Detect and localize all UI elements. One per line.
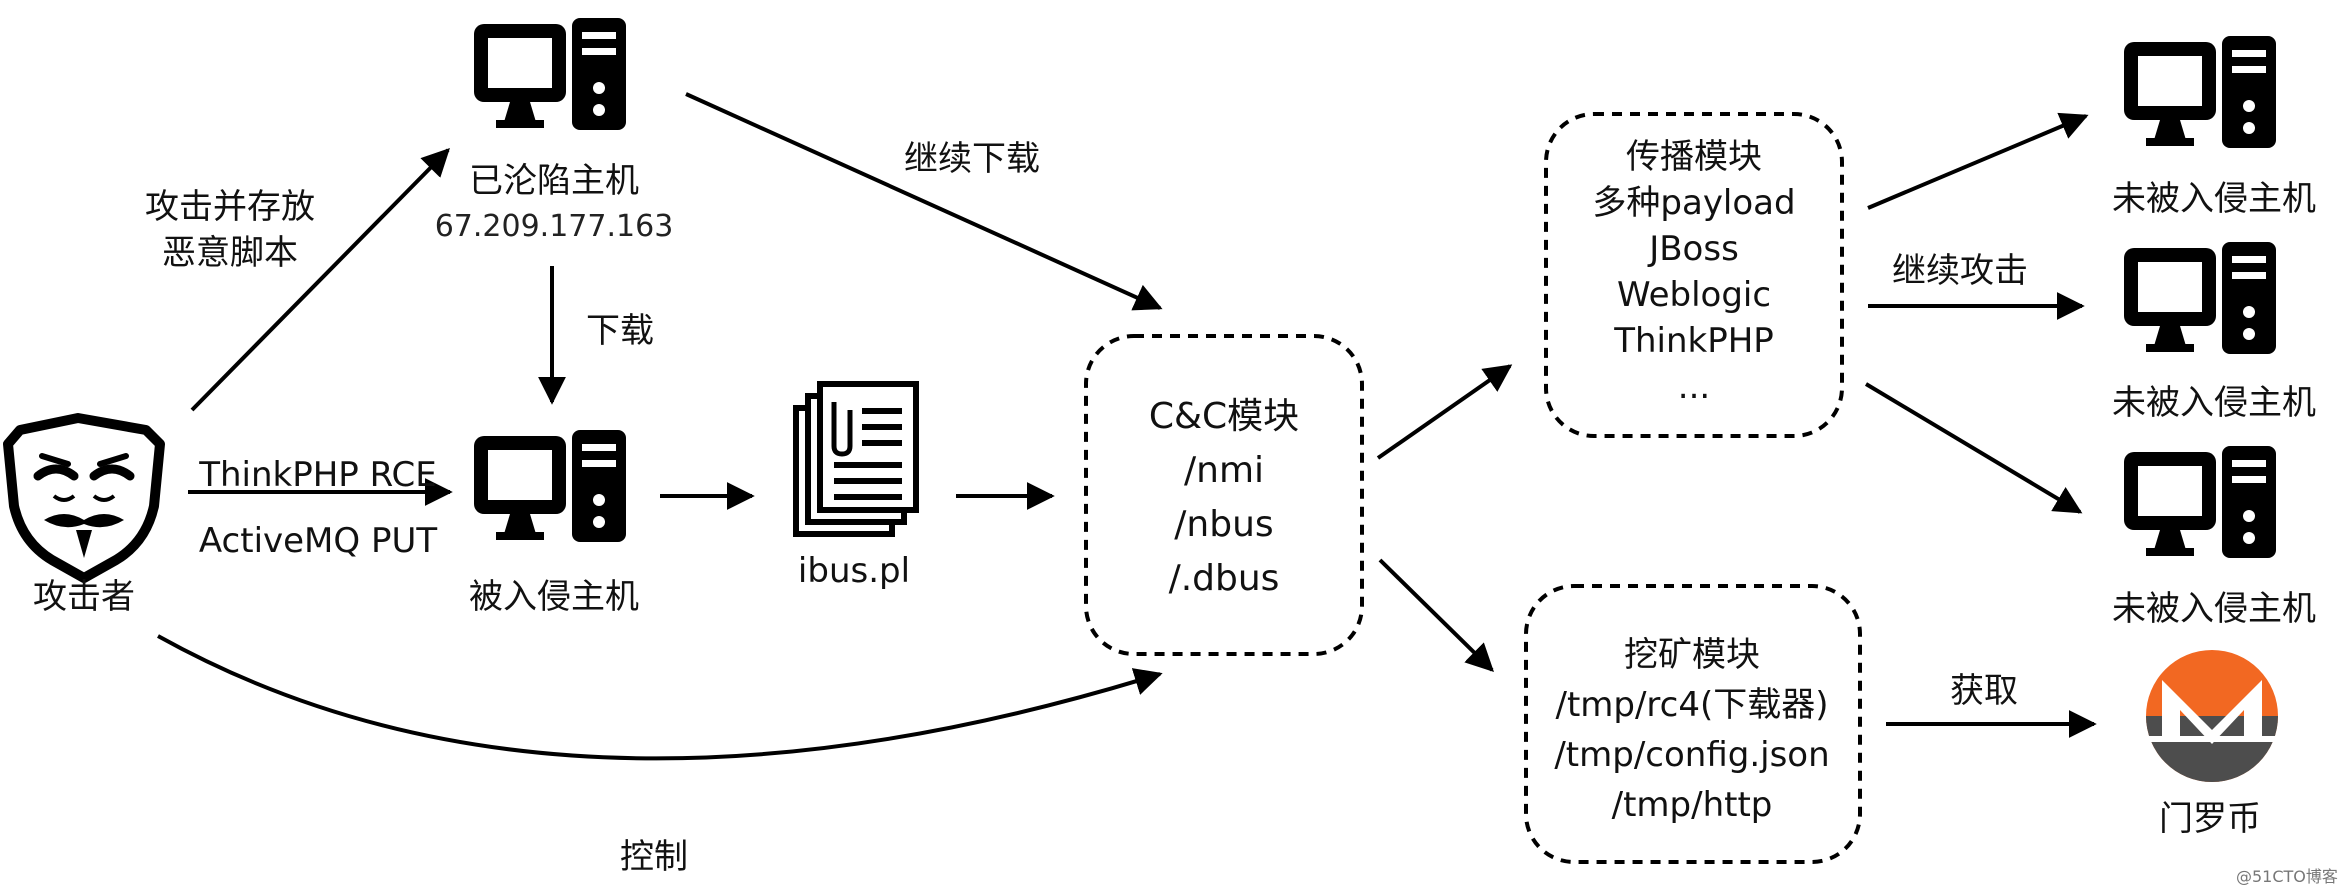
- edge-label-attack-store-line2: 恶意脚本: [162, 233, 298, 273]
- arrow-attacker-to-compromised: [190, 148, 450, 412]
- spread-module-item-1: 多种payload: [1592, 183, 1796, 223]
- mining-module-title: 挖矿模块: [1624, 635, 1760, 675]
- spread-module-item-4: ThinkPHP: [1614, 321, 1774, 361]
- attacker-label: 攻击者: [33, 577, 135, 617]
- script-file-label: ibus.pl: [797, 551, 911, 591]
- edge-label-control: 控制: [620, 837, 688, 877]
- compromised-host-computer-icon: [474, 18, 626, 130]
- target-host-label-3: 未被入侵主机: [2112, 589, 2316, 629]
- arrow-spread-to-target-1: [1867, 112, 2089, 210]
- compromised-host-ip: 67.209.177.163: [434, 209, 674, 244]
- spread-module-box: [1544, 112, 1844, 438]
- edge-label-continue-attack: 继续攻击: [1892, 251, 2028, 291]
- arrow-compromised-to-cnc: [685, 92, 1163, 311]
- edge-label-exploit-line2: ActiveMQ PUT: [198, 521, 438, 561]
- edge-label-obtain: 获取: [1950, 671, 2018, 711]
- target-host-label-2: 未被入侵主机: [2112, 383, 2316, 423]
- mining-module-item-1: /tmp/rc4(下载器): [1555, 685, 1829, 725]
- edge-label-continue-download: 继续下载: [904, 139, 1040, 179]
- mining-module-item-2: /tmp/config.json: [1554, 735, 1830, 775]
- spread-module-item-3: Weblogic: [1616, 275, 1772, 315]
- arrow-cnc-to-spread: [1376, 364, 1513, 460]
- spread-module-item-2: JBoss: [1649, 229, 1739, 269]
- edge-label-exploit-line1: ThinkPHP RCE: [199, 455, 437, 495]
- edge-label-download: 下载: [586, 311, 654, 351]
- spread-module-item-5: ...: [1677, 367, 1711, 407]
- cnc-module-title: C&C模块: [1148, 396, 1300, 437]
- spread-module-text: 传播模块 多种payload JBoss Weblogic ThinkPHP .…: [1592, 134, 1795, 410]
- cnc-module-path-1: /nmi: [1183, 450, 1265, 491]
- mining-module-text: 挖矿模块 /tmp/rc4(下载器) /tmp/config.json /tmp…: [1554, 630, 1829, 830]
- arrow-attacker-control-cnc: [157, 634, 1163, 761]
- compromised-host-label: 已沦陷主机: [469, 161, 639, 201]
- monero-logo-icon: [2146, 650, 2278, 782]
- cnc-module-text: C&C模块 /nmi /nbus /.dbus: [1149, 390, 1299, 606]
- spread-module-title: 传播模块: [1625, 137, 1762, 177]
- edge-label-attack-store-line1: 攻击并存放: [145, 187, 315, 227]
- mining-module-item-3: /tmp/http: [1611, 785, 1773, 825]
- infected-host-label: 被入侵主机: [469, 577, 639, 617]
- monero-label: 门罗币: [2159, 799, 2261, 839]
- arrow-spread-to-target-3: [1864, 382, 2083, 514]
- edge-label-exploit: ThinkPHP RCE ActiveMQ PUT: [199, 442, 437, 574]
- mining-module-box: [1524, 584, 1862, 864]
- arrow-cnc-to-mining: [1378, 558, 1494, 672]
- target-host-computer-icon-3: [2124, 446, 2276, 558]
- target-host-computer-icon-1: [2124, 36, 2276, 148]
- target-host-computer-icon-2: [2124, 242, 2276, 354]
- cnc-module-path-2: /nbus: [1174, 504, 1274, 545]
- document-icon: [793, 381, 919, 537]
- cnc-module-path-3: /.dbus: [1168, 558, 1280, 599]
- attacker-mask-icon: [3, 413, 165, 583]
- watermark: @51CTO博客: [2236, 867, 2338, 886]
- target-host-label-1: 未被入侵主机: [2112, 179, 2316, 219]
- infected-host-computer-icon: [474, 430, 626, 542]
- edge-label-attack-store: 攻击并存放 恶意脚本: [145, 184, 315, 276]
- cnc-module-box: [1084, 334, 1364, 656]
